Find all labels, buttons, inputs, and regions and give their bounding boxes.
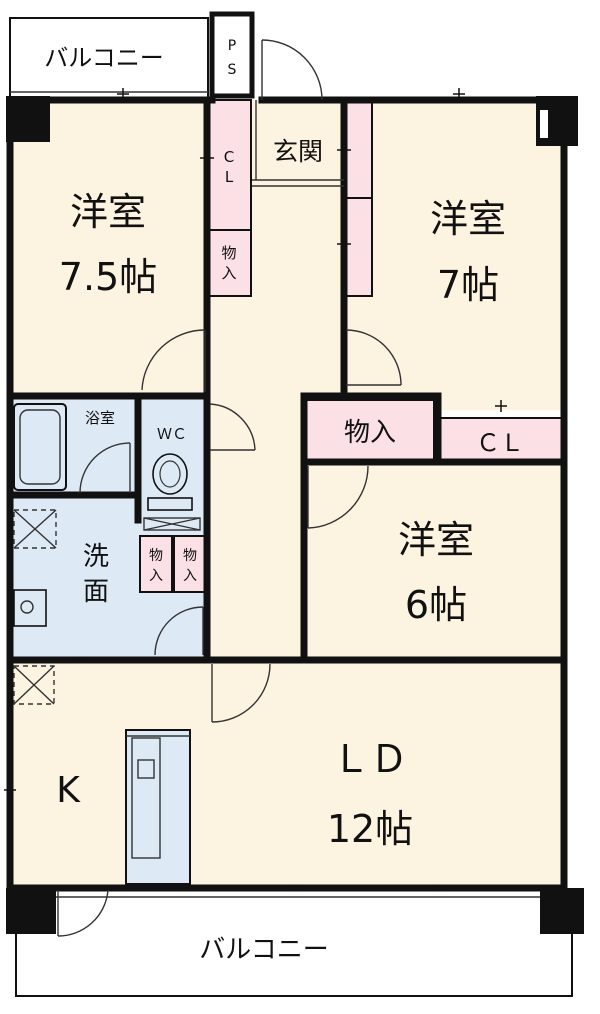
room-west-size: 7.5帖 <box>59 255 157 299</box>
room-west-fill <box>10 100 207 398</box>
wc-label: ＷＣ <box>157 425 187 443</box>
pillar <box>6 96 50 142</box>
washing-machine-x <box>143 517 201 531</box>
pillar <box>6 888 56 934</box>
ps-label-p: P <box>228 38 236 54</box>
toilet <box>147 453 193 511</box>
room-east-size: 7帖 <box>437 263 499 307</box>
storage-middle-label: 物入 <box>344 418 396 448</box>
ventilation-icon <box>13 665 55 705</box>
storage-small-label-1: 物 <box>221 244 236 262</box>
balcony-top-label: バルコニー <box>44 44 164 72</box>
pillar <box>540 888 584 934</box>
east-closet-upper-fill <box>343 99 373 199</box>
wash-storage-b-label-2: 入 <box>183 568 197 584</box>
room-middle-fill <box>304 462 564 660</box>
genkan-label: 玄関 <box>273 137 323 166</box>
bath-label: 浴室 <box>85 409 115 427</box>
ps-box <box>209 11 255 99</box>
wash-storage-a-label-2: 入 <box>149 568 163 584</box>
balcony-bottom-label: バルコニー <box>199 935 328 965</box>
closet-label-c: C <box>224 148 234 166</box>
ventilation-icon <box>13 509 57 549</box>
walls <box>6 96 568 892</box>
closet-label-l: L <box>225 168 234 186</box>
storage-middle-fill <box>305 399 435 461</box>
doors <box>57 39 402 937</box>
wash-storage-b-label-1: 物 <box>183 548 197 564</box>
closet-middle-fill <box>439 417 563 461</box>
washroom-label-1: 洗 <box>83 542 109 572</box>
wash-storage-a-fill <box>139 535 173 593</box>
ld-size: 12帖 <box>327 807 413 851</box>
wash-storage-b-fill <box>173 535 207 593</box>
ldk-fill <box>10 660 564 888</box>
storage-small-top-fill <box>206 229 252 297</box>
east-closet-lower-fill <box>343 197 373 297</box>
wash-basin <box>13 589 47 627</box>
wash-storage-a-label-1: 物 <box>149 548 163 564</box>
pillar <box>540 110 548 138</box>
storage-small-label-2: 入 <box>221 264 236 282</box>
room-east-fill <box>344 100 564 410</box>
bathtub <box>13 403 67 491</box>
room-east-name: 洋室 <box>430 197 506 241</box>
ps-label-s: S <box>228 62 237 78</box>
washroom-label-2: 面 <box>83 577 109 607</box>
kitchen-label: K <box>56 770 81 811</box>
closet-middle-label: ＣＬ <box>476 429 524 457</box>
kitchen-counter <box>125 729 191 885</box>
ld-name: ＬＤ <box>332 737 408 781</box>
room-middle-name: 洋室 <box>398 518 474 562</box>
room-west-name: 洋室 <box>70 190 146 234</box>
outlet-ticks <box>4 88 507 889</box>
room-middle-size: 6帖 <box>405 583 467 627</box>
